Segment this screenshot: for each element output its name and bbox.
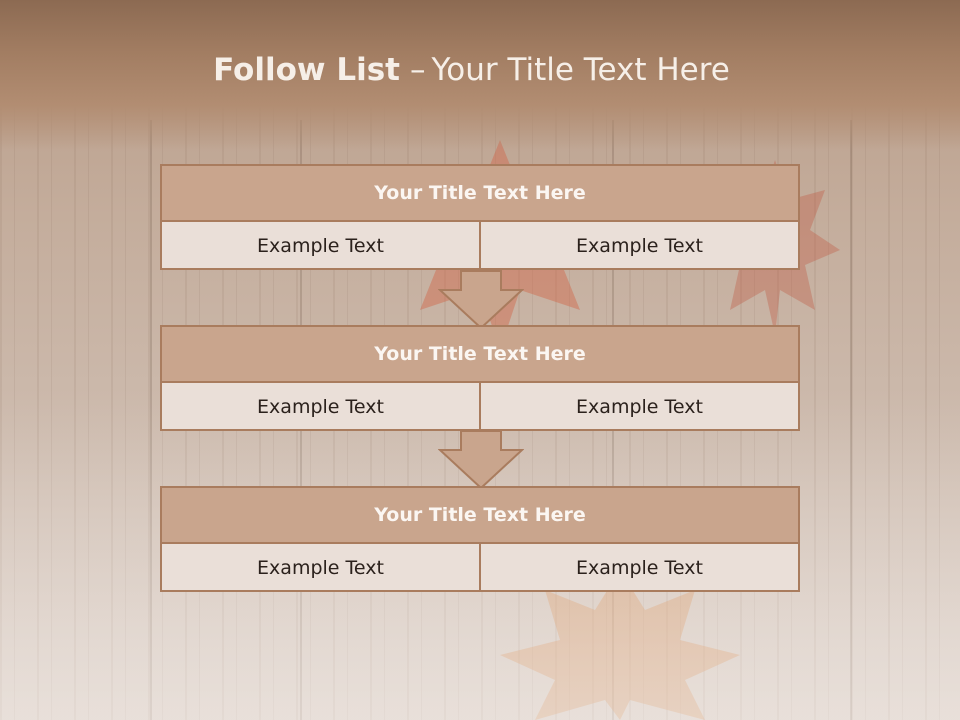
flow-step-right-text: Example Text [479, 383, 798, 431]
title-dash: – [409, 52, 426, 88]
title-bold: Follow List [213, 52, 400, 88]
flow-step-1: Your Title Text Here Example Text Exampl… [160, 164, 800, 270]
flow-step-title: Your Title Text Here [162, 166, 798, 222]
flow-step-title: Your Title Text Here [162, 327, 798, 383]
flow-step-title: Your Title Text Here [162, 488, 798, 544]
flow-step-2: Your Title Text Here Example Text Exampl… [160, 325, 800, 431]
flow-step-right-text: Example Text [479, 544, 798, 592]
title-rest: Your Title Text Here [431, 52, 730, 88]
flow-step-left-text: Example Text [257, 235, 384, 257]
flow-step-right-text: Example Text [479, 222, 798, 270]
flow-step-3: Your Title Text Here Example Text Exampl… [160, 486, 800, 592]
flow-step-left-text: Example Text [257, 557, 384, 579]
down-arrow-icon [438, 430, 524, 490]
page-title: Follow List–Your Title Text Here [0, 52, 943, 88]
flow-step-left-text: Example Text [257, 396, 384, 418]
down-arrow-icon [438, 270, 524, 330]
title-band [0, 0, 960, 150]
